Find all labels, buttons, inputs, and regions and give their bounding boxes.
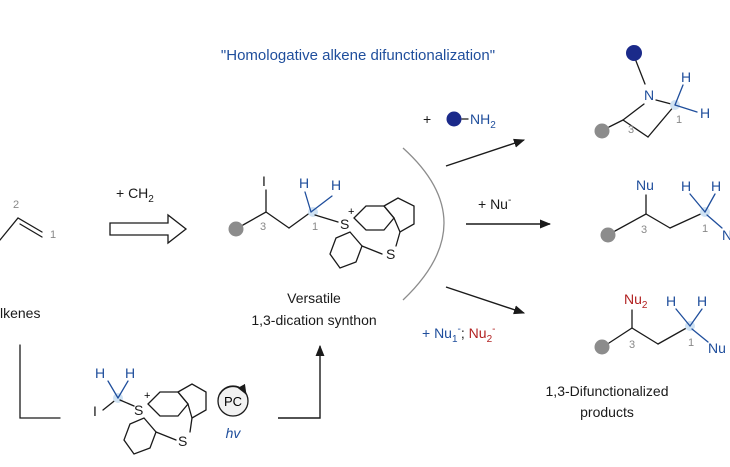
route-reagent-nu: + Nu- [478,195,511,212]
intermediate-label-1: Versatile [287,290,341,306]
svg-text:+: + [423,111,431,127]
azetidine-h1: H [681,69,691,85]
connector-left [19,344,61,419]
alkene-structure: 2 1 [0,199,56,241]
pc-label: PC [224,394,242,409]
reagent-thianthrene-s: S [178,433,187,449]
iodomethyl-thianthrenium-reagent: I H H S + S [93,365,207,455]
product-nu-h1: H [681,178,691,194]
hollow-arrow [109,213,188,245]
product-nu12-h2: H [697,293,707,309]
sulfonium-charge: + [348,206,354,218]
sulfonium-s: S [340,216,349,232]
route-arrow-top [445,138,526,167]
intermediate-label-2: 1,3-dication synthon [251,312,376,328]
route-reagent-nu12: + Nu1-; Nu2- [422,324,495,345]
amine-group-dot [446,111,462,127]
alkene-carbon-1: 1 [50,229,56,241]
product-nu-c3: 3 [641,224,647,236]
svg-text:NH2: NH2 [470,111,496,131]
reagent-sulfonium-s: S [134,402,143,418]
product-azetidine: N H H 3 1 [594,45,710,139]
product-nu-c1: 1 [702,223,708,235]
product-nu12: Nu2 3 H H 1 Nu [594,291,726,356]
scheme-title: "Homologative alkene difunctionalization… [221,47,495,64]
route-reagent-amine: + NH2 [423,111,496,131]
thianthrene-s: S [386,246,395,262]
alkenes-label: lkenes [0,305,40,321]
products-label-2: products [580,404,634,420]
reagent-h2: H [125,365,135,381]
product-nu12-c1: 1 [688,337,694,349]
light-label: hv [226,425,242,441]
intermediate-carbon-1: 1 [312,221,318,233]
iodine-atom: I [262,173,266,189]
product-nu12-c3: 3 [629,339,635,351]
intermediate-carbon-3: 3 [260,221,266,233]
substituent-dot [228,221,244,237]
reagent-charge: + [144,390,150,402]
intermediate-h1: H [299,175,309,191]
product-nu-h2: H [711,178,721,194]
azetidine-n: N [644,87,654,103]
product-nu2-group: Nu2 [624,291,648,311]
products-label-1: 1,3-Difunctionalized [546,383,669,399]
intermediate-structure: I 3 H H 1 S + S [228,173,415,269]
azetidine-h2: H [700,105,710,121]
product-nu: Nu 3 H H 1 N [600,177,730,243]
connector-up-arrow [278,344,325,419]
ch2-reagent: + CH2 [116,185,154,205]
product-nu-cut-label: N [722,227,730,243]
reagent-iodine: I [93,403,97,419]
reagent-h1: H [95,365,105,381]
azetidine-c3: 3 [628,124,634,136]
photocatalyst: PC hv [217,383,249,441]
alkene-carbon-2: 2 [13,199,19,211]
branch-curve [402,147,445,301]
intermediate-h2: H [331,177,341,193]
product-nu12-cut-label: Nu [708,340,726,356]
amine-substituent-dot [626,45,642,61]
product-nu-group: Nu [636,177,654,193]
azetidine-c1: 1 [676,114,682,126]
route-arrow-bottom [445,286,526,315]
product-nu12-h1: H [666,293,676,309]
